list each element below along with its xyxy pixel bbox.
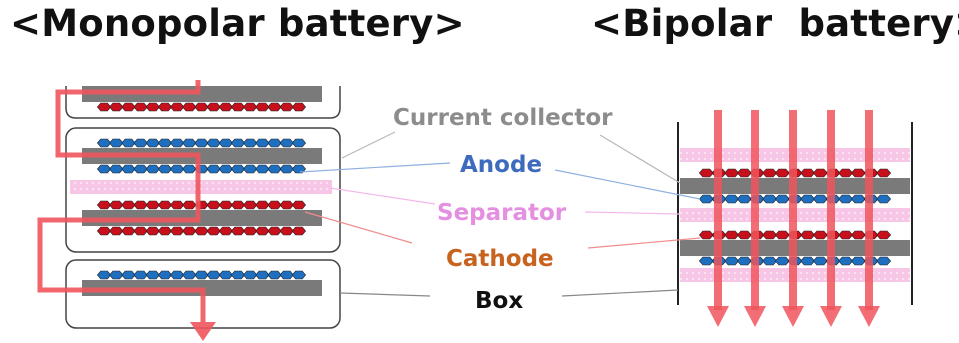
monopolar-separator — [70, 180, 332, 194]
leader-box-right — [561, 289, 679, 297]
leader-collector-right — [599, 134, 681, 184]
bipolar-current-arrowhead — [782, 306, 804, 327]
leader-separator-right — [584, 211, 681, 215]
leader-cathode-left — [304, 211, 413, 244]
bipolar-current-arrow — [751, 110, 759, 310]
monopolar-battery — [65, 86, 341, 329]
bipolar-current-arrow — [827, 110, 835, 310]
monopolar-current-arrowhead — [190, 322, 216, 341]
leader-box-left — [339, 292, 431, 297]
bipolar-current-arrow — [865, 110, 873, 310]
monopolar-current-path — [37, 80, 206, 322]
leader-separator-left — [329, 187, 436, 205]
leader-cathode-right — [587, 237, 701, 249]
current-flow-arrows — [37, 80, 880, 341]
leader-anode-left — [299, 162, 451, 173]
bipolar-current-arrow — [789, 110, 797, 310]
label-current-collector: Current collector — [393, 105, 613, 131]
mono-anode-layer — [96, 164, 307, 174]
bipolar-current-arrowhead — [820, 306, 842, 327]
leader-anode-right — [554, 169, 701, 200]
mono-cathode-layer — [96, 102, 307, 112]
mono-collector — [82, 148, 322, 164]
mono-cathode-layer — [96, 226, 307, 236]
leader-lines — [299, 131, 701, 297]
label-box: Box — [475, 288, 523, 314]
monopolar-box-top — [65, 86, 341, 119]
mono-anode-layer — [96, 138, 307, 148]
label-anode: Anode — [460, 152, 542, 178]
bipolar-battery-title: <Bipolar battery> — [591, 2, 959, 45]
label-separator: Separator — [437, 200, 567, 226]
bipolar-current-arrowhead — [858, 306, 880, 327]
monopolar-battery-title: <Monopolar battery> — [10, 2, 465, 45]
bipolar-current-arrow — [714, 110, 722, 310]
label-cathode: Cathode — [446, 246, 554, 272]
mono-anode-layer — [96, 270, 307, 280]
bipolar-current-arrowhead — [744, 306, 766, 327]
mono-cathode-layer — [96, 200, 307, 210]
leader-collector-left — [341, 131, 396, 159]
bipolar-current-arrowhead — [707, 306, 729, 327]
